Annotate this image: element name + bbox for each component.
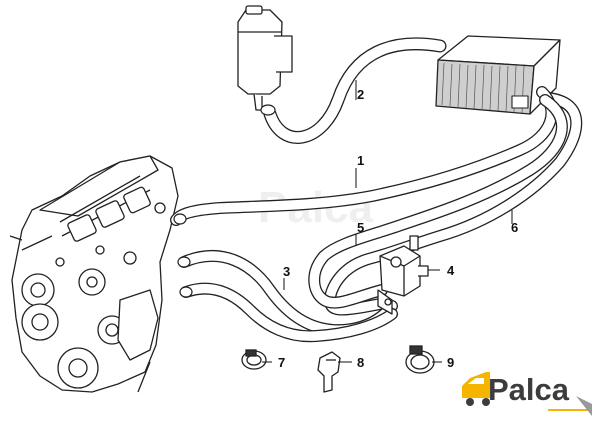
hose-5 — [308, 94, 568, 309]
palca-logo: Palca — [462, 372, 592, 416]
callout-3: 3 — [283, 264, 290, 279]
car-icon — [462, 372, 490, 406]
callout-2: 2 — [357, 87, 364, 102]
callout-7: 7 — [278, 355, 285, 370]
valve-assembly — [377, 235, 429, 315]
logo-corner — [576, 396, 592, 416]
callout-1: 1 — [357, 153, 364, 168]
callout-6: 6 — [511, 220, 518, 235]
callout-labels: 2 1 5 3 4 6 7 8 9 — [278, 87, 518, 370]
clamp-9 — [405, 345, 435, 374]
leader-lines — [262, 80, 513, 363]
engine-block — [9, 155, 179, 393]
heater-core — [435, 35, 561, 115]
callout-5: 5 — [357, 220, 364, 235]
clamp-7 — [241, 349, 267, 370]
callout-9: 9 — [447, 355, 454, 370]
hose-2 — [260, 37, 447, 144]
logo-text: Palca — [488, 372, 570, 407]
callout-4: 4 — [447, 263, 455, 278]
expansion-tank — [237, 5, 293, 111]
clip-8 — [317, 351, 341, 393]
callout-8: 8 — [357, 355, 364, 370]
hose-3 — [173, 213, 398, 343]
hose-1 — [170, 86, 558, 226]
